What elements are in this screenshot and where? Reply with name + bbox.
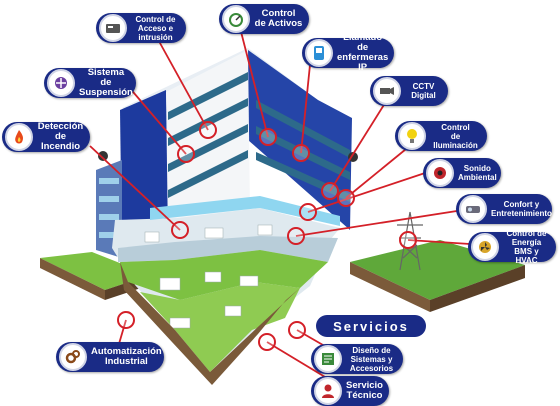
- fan-icon: [471, 233, 499, 261]
- sonido-ambiental-label: Sonido Ambiental: [423, 158, 501, 188]
- camera-left: [98, 151, 108, 161]
- left-facade-windows: [168, 72, 248, 198]
- camera-icon: [373, 77, 401, 105]
- sistema-suspension-label: Sistema de Suspensión: [44, 68, 136, 98]
- fire-icon: [5, 123, 33, 151]
- left-garden: [40, 252, 150, 290]
- servicios-banner: Servicios: [316, 315, 426, 337]
- control-activos-label: Control de Activos: [219, 4, 309, 34]
- control-iluminacion-label: Control de Iluminación: [395, 121, 487, 151]
- llamado-enfermeras-label: Llamado de enfermeras IP: [302, 33, 394, 73]
- technician-icon: [314, 377, 342, 405]
- servicio-tecnico-label: Servicio Técnico: [311, 376, 389, 406]
- confort-label: Confort y Entretenimiento: [456, 194, 552, 224]
- glass-atrium: [150, 196, 340, 226]
- diseno-sistemas-label: Diseño de Sistemas y Accesorios: [311, 344, 403, 374]
- deteccion-incendio-label: Detección de Incendio: [2, 122, 90, 152]
- connector-lines: [89, 19, 477, 387]
- connector-markers: [117, 121, 417, 351]
- suspension-icon: [47, 69, 75, 97]
- cctv-label: CCTV Digital: [370, 76, 448, 106]
- speaker-icon: [426, 159, 454, 187]
- control-energia-label: Control de Energía BMS y HVAC: [468, 229, 556, 265]
- control-acceso-label: Control de Acceso e intrusión: [96, 13, 186, 43]
- projector-icon: [459, 195, 487, 223]
- automatizacion-label: Automatización Industrial: [56, 342, 164, 372]
- lightbulb-icon: [398, 122, 426, 150]
- keycard-icon: [99, 14, 127, 42]
- nurse-call-icon: [305, 39, 333, 67]
- gears-icon: [59, 343, 87, 371]
- blueprint-icon: [314, 345, 342, 373]
- gauge-icon: [222, 5, 250, 33]
